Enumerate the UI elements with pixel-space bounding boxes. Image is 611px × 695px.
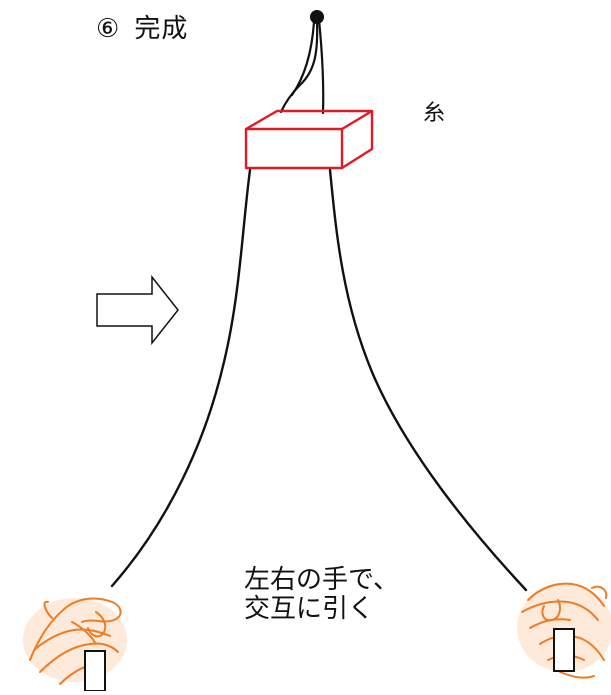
thread-right (328, 168, 528, 592)
right-arrow-icon (96, 274, 179, 346)
step-title-text: 完成 (134, 14, 189, 44)
thread-label: 糸 (423, 101, 446, 126)
instruction-text: 左右の手で、 交互に引く (244, 566, 444, 624)
box-front-face (244, 127, 344, 170)
thread-upper-right (317, 18, 325, 115)
right-handle (553, 628, 575, 672)
thread-upper-left (279, 18, 319, 114)
lower-threads (110, 168, 528, 592)
box-top-face (245, 109, 374, 131)
step-number: ⑥ (96, 14, 121, 44)
step-title: ⑥ 完成 (96, 8, 188, 45)
left-handle (84, 650, 106, 692)
instruction-line-1: 左右の手で、 (244, 565, 399, 595)
thread-left (110, 168, 252, 588)
knot-icon (310, 10, 324, 24)
thread-upper-strand (290, 20, 316, 97)
bead-box-icon (244, 109, 374, 170)
upper-threads (279, 18, 325, 115)
right-hand-icon (517, 582, 611, 679)
instruction-line-2: 交互に引く (244, 594, 375, 624)
box-side-face (341, 111, 374, 170)
left-hand-icon (23, 597, 127, 692)
